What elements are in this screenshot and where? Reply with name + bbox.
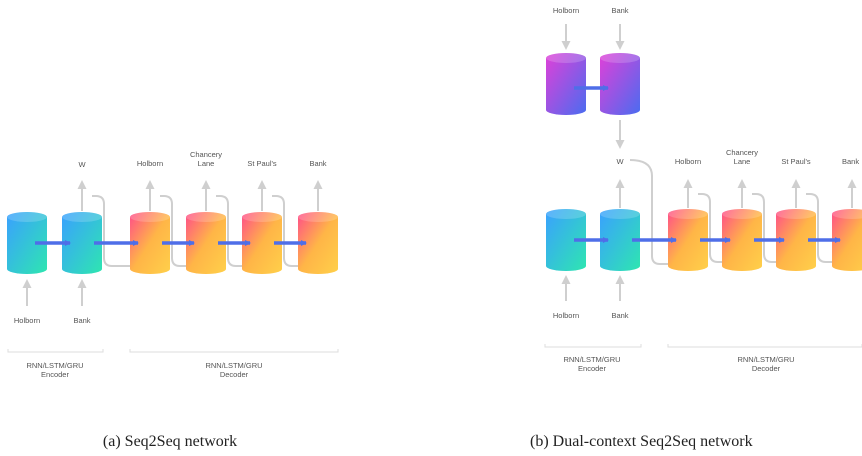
context-cell-b-2: [600, 53, 640, 115]
caption-a: (a) Seq2Seq network: [103, 433, 237, 450]
encoder-bracket-a: [7, 349, 104, 353]
input-label-b-1: Holborn: [553, 311, 579, 320]
decoder-cell-b-2: [722, 209, 762, 271]
output-label-b-3: St Paul's: [781, 157, 811, 166]
caption-b: (b) Dual-context Seq2Seq network: [530, 433, 753, 450]
feedback-a-2: [160, 195, 194, 267]
feedback-b-3: [752, 193, 784, 263]
decoder-cell-a-1: [130, 212, 170, 274]
output-label-a-1: Holborn: [137, 159, 163, 168]
feedback-a-1: [92, 195, 138, 267]
context-cell-b-1: [546, 53, 586, 115]
encoder-cell-b-1: [546, 209, 586, 271]
output-label-a-4: Bank: [309, 159, 326, 168]
decoder-cell-b-3: [776, 209, 816, 271]
input-label-b-2: Bank: [611, 311, 628, 320]
w-label-a: W: [78, 160, 86, 169]
decoder-cell-a-4: [298, 212, 338, 274]
output-label-b-1: Holborn: [675, 157, 701, 166]
feedback-b-2: [698, 193, 730, 263]
feedback-a-3: [216, 195, 250, 267]
output-label-b-4: Bank: [842, 157, 859, 166]
decoder-bracket-b: [667, 344, 862, 348]
decoder-cell-a-3: [242, 212, 282, 274]
encoder-bracket-b: [544, 344, 642, 348]
decoder-cell-b-4: [832, 209, 862, 271]
context-input-label-b-2: Bank: [611, 6, 628, 15]
feedback-a-4: [272, 195, 306, 267]
encoder-cell-b-2: [600, 209, 640, 271]
feedback-b-4: [806, 193, 840, 263]
w-label-b: W: [616, 157, 624, 166]
encoder-cell-a-2: [62, 212, 102, 274]
output-label-a-3: St Paul's: [247, 159, 277, 168]
context-input-label-b-1: Holborn: [553, 6, 579, 15]
feedback-b-1: [629, 159, 676, 265]
input-label-a-1: Holborn: [14, 316, 40, 325]
decoder-cell-a-2: [186, 212, 226, 274]
encoder-cell-a-1: [7, 212, 47, 274]
decoder-bracket-a: [129, 349, 339, 353]
decoder-cell-b-1: [668, 209, 708, 271]
input-label-a-2: Bank: [73, 316, 90, 325]
